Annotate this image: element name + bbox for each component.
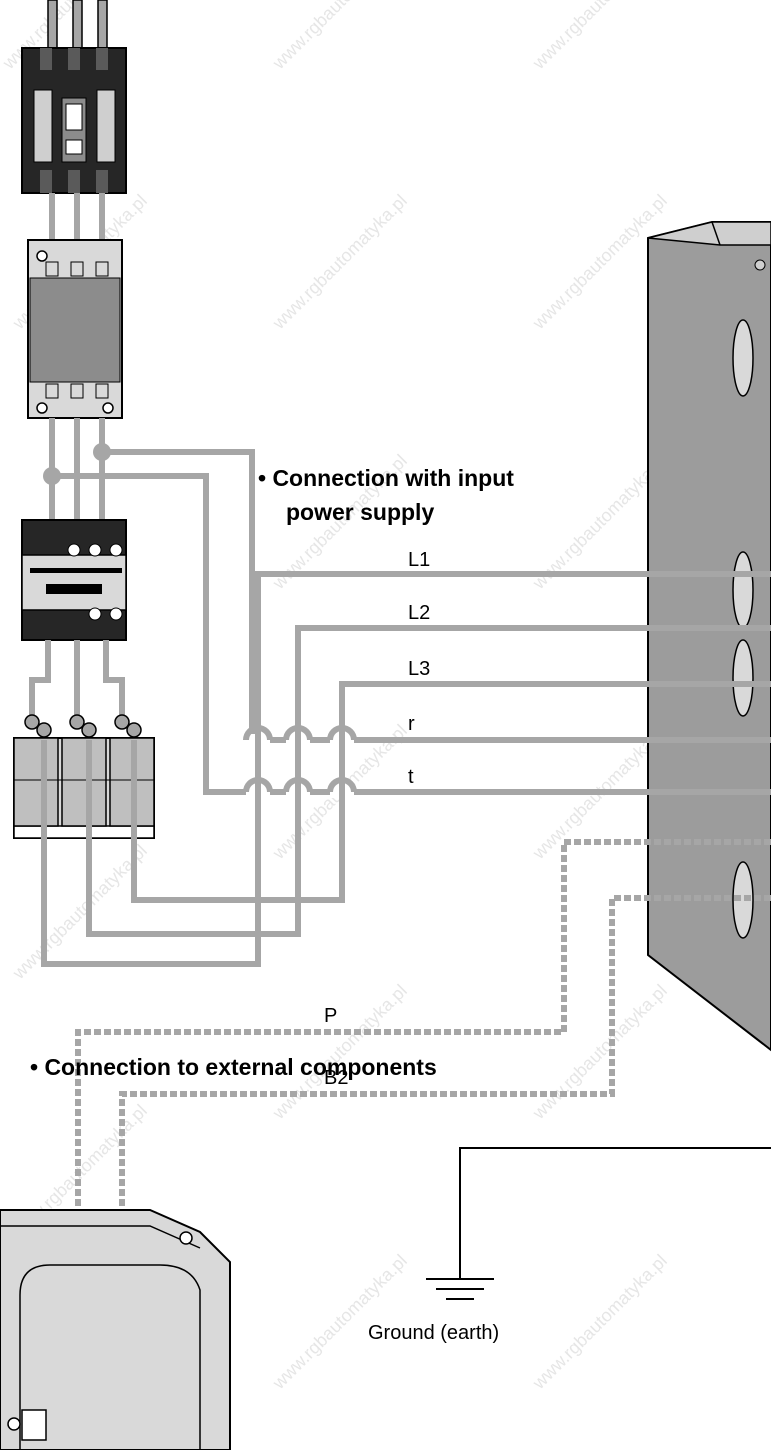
- external-component-lines: [75, 839, 771, 1210]
- inverter-enclosure: [647, 221, 771, 1052]
- main-power-lines: [41, 571, 771, 967]
- watermark-text: www.rgbautomatyka.pl: [528, 0, 671, 74]
- junction-dot: [43, 467, 61, 485]
- wires-breaker-to-contactor: [49, 193, 105, 240]
- external-connection-heading: • Connection to external components: [30, 1054, 437, 1080]
- line-label-p: P: [324, 1005, 337, 1027]
- watermark-text: www.rgbautomatyka.pl: [528, 981, 671, 1124]
- control-tap-wires: [52, 449, 771, 795]
- line-label-l1: L1: [408, 549, 430, 571]
- wires-relay-to-terminal: [29, 640, 125, 715]
- ground-label: Ground (earth): [368, 1322, 499, 1344]
- junction-dot: [93, 443, 111, 461]
- wire-crossovers: [243, 725, 357, 806]
- ground-symbol: [426, 1147, 771, 1300]
- line-label-t: t: [408, 766, 414, 788]
- line-label-r: r: [408, 713, 415, 735]
- knockout-hole: [732, 319, 754, 397]
- knockout-hole: [732, 551, 754, 629]
- thermal-relay: [21, 519, 127, 641]
- watermark-text: www.rgbautomatyka.pl: [268, 981, 411, 1124]
- input-connection-heading-line2: power supply: [286, 499, 434, 525]
- knockout-hole: [732, 861, 754, 939]
- line-label-l2: L2: [408, 602, 430, 624]
- magnetic-contactor: [27, 239, 123, 419]
- circuit-breaker: [21, 0, 127, 194]
- input-connection-heading: • Connection with input: [258, 465, 514, 491]
- watermark-text: www.rgbautomatyka.pl: [268, 191, 411, 334]
- line-label-l3: L3: [408, 658, 430, 680]
- watermark-text: www.rgbautomatyka.pl: [528, 1251, 671, 1394]
- wires-contactor-to-relay: [49, 418, 105, 520]
- braking-resistor: [0, 1209, 231, 1450]
- knockout-hole: [732, 639, 754, 717]
- terminal-block: [13, 714, 155, 839]
- watermark-text: www.rgbautomatyka.pl: [268, 0, 411, 74]
- line-label-b2: B2: [324, 1067, 348, 1089]
